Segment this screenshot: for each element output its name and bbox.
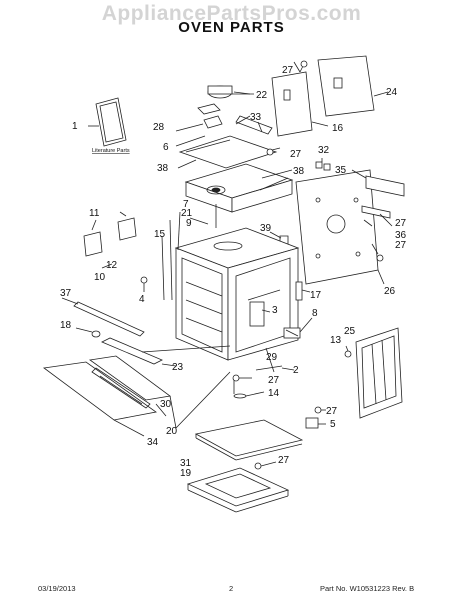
part-27-screws-drawing [232,148,384,470]
callout-18: 18 [60,320,72,331]
callout-7: 7 [183,199,189,210]
part-7-wrapper-drawing [184,163,294,213]
callout-36: 36 [395,230,407,241]
callout-20: 20 [166,426,178,437]
part-24-panel-drawing [317,55,389,117]
part-14-element-drawing [233,380,265,399]
part-17-bracket-drawing [295,281,311,301]
callout-28: 28 [153,122,165,133]
callouts: 1 2 4 5 6 7 8 9 10 11 12 13 14 15 16 17 … [60,65,407,479]
part-36-latch-drawing [361,205,393,227]
callout-31: 31 [180,458,192,469]
callout-32: 32 [318,145,330,156]
callout-27-a: 27 [282,65,294,76]
callout-27-b: 27 [290,149,302,160]
callout-29: 29 [266,352,278,363]
footer-page-number: 2 [229,584,234,593]
literature-parts-label: Literature Parts [92,148,130,154]
callout-34: 34 [147,437,159,448]
part-35-bracket-drawing [351,169,405,197]
callout-25: 25 [344,326,356,337]
callout-38-a: 38 [157,163,169,174]
callout-15: 15 [154,229,166,240]
callout-16: 16 [332,123,344,134]
part-32-drawing [315,158,331,171]
callout-27-e: 27 [268,375,280,386]
part-19-frame-drawing [186,467,290,513]
callout-2: 2 [293,365,299,376]
callout-39: 39 [260,223,272,234]
callout-6: 6 [163,142,169,153]
callout-4: 4 [139,294,145,305]
callout-27-g: 27 [278,455,290,466]
callout-33: 33 [250,112,262,123]
callout-13: 13 [330,335,342,346]
callout-22: 22 [256,90,268,101]
callout-30: 30 [160,399,172,410]
oven-cavity-drawing [174,227,300,361]
callout-9: 9 [186,218,192,229]
watermark: AppliancePartsPros.com [101,2,362,25]
callout-38-b: 38 [293,166,305,177]
part-10-12-drawing [83,211,137,269]
part-30-34-vent-drawing [42,355,231,437]
callout-3: 3 [272,305,278,316]
callout-35: 35 [335,165,347,176]
callout-14: 14 [268,388,280,399]
callout-19: 19 [180,468,192,479]
callout-24: 24 [386,87,398,98]
part-5-clip-drawing [305,417,326,429]
footer-part-number: Part No. W10531223 Rev. B [320,584,415,593]
part-22-drawing [207,85,251,99]
callout-37: 37 [60,288,72,299]
part-26-plate-drawing [295,169,385,285]
callout-1: 1 [72,121,78,132]
part-31-bottom-panel-drawing [194,419,304,461]
page-title: OVEN PARTS [178,19,285,36]
callout-17: 17 [310,290,322,301]
callout-27-f: 27 [326,406,338,417]
callout-27-d: 27 [395,240,407,251]
callout-27-c: 27 [395,218,407,229]
footer-date: 03/19/2013 [38,584,76,593]
callout-10: 10 [94,272,106,283]
callout-8: 8 [312,308,318,319]
part-37-18-strip-drawing [61,297,145,338]
literature-parts-drawing [88,97,127,147]
part-25-panel-drawing [344,327,403,419]
callout-23: 23 [172,362,184,373]
callout-12: 12 [106,260,118,271]
part-33-drawing [235,115,273,135]
part-28-drawing [175,103,223,147]
part-15-21-rods-drawing [161,211,181,301]
part-38-top-drawing [177,135,278,169]
part-4-screw-drawing [140,276,148,292]
callout-26: 26 [384,286,396,297]
callout-5: 5 [330,419,336,430]
part-8-terminal-drawing [283,317,313,339]
callout-21: 21 [181,208,193,219]
part-16-panel-drawing [271,60,329,137]
callout-11: 11 [89,208,100,219]
part-23-trim-drawing [101,337,231,367]
part-29-drawing [255,347,295,373]
